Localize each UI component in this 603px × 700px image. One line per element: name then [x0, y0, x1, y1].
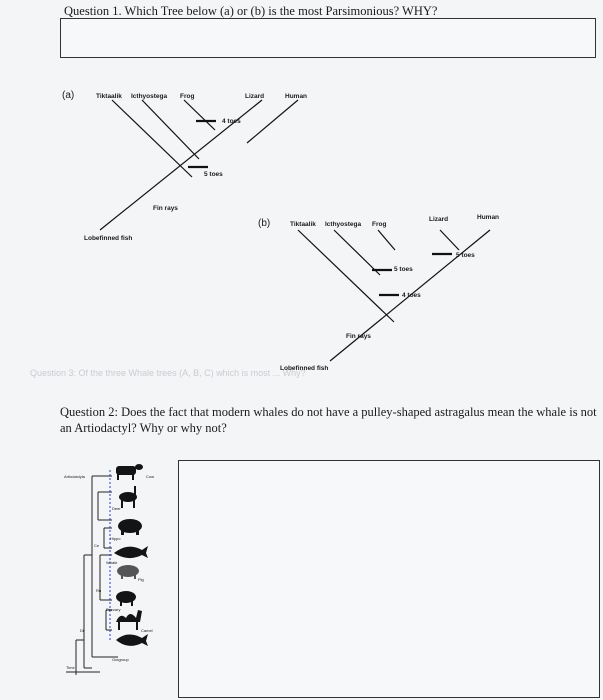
tree-a-taxon-icthyostega: Icthyostega	[131, 93, 168, 100]
camel-icon	[116, 610, 142, 630]
tree-a-root: Lobefinned fish	[84, 235, 133, 242]
tree-a-trait-4-toes: 4 toes	[222, 118, 241, 125]
phylogeny-taxon-cow: Cow	[146, 474, 155, 479]
tree-a-taxon-tiktaalik: Tiktaalik	[96, 93, 122, 100]
whale-icon	[114, 546, 148, 559]
phylogeny-taxon-peccary: Peccary	[106, 607, 121, 612]
phylogeny-node-ru: Ru	[96, 588, 102, 593]
tree-b-taxon-frog: Frog	[372, 221, 387, 228]
outgroup-icon	[116, 634, 148, 646]
tree-a-taxon-frog: Frog	[180, 93, 195, 100]
tree-a-taxon-human: Human	[285, 93, 308, 100]
question-1-text: Question 1. Which Tree below (a) or (b) …	[64, 4, 438, 18]
phylogeny-taxon-deer: Deer	[112, 506, 121, 511]
phylogeny-scale-time: Time	[66, 665, 75, 670]
phylogeny-node-di: Di	[80, 628, 84, 633]
tree-b-taxon-tiktaalik: Tiktaalik	[290, 221, 316, 228]
tree-b-trait-5-toes-upper: 5 toes	[456, 252, 475, 259]
hippo-icon	[118, 519, 142, 535]
phylogeny-taxon-camel: Camel	[141, 628, 153, 633]
pig-icon	[117, 565, 139, 579]
phylogeny-group-label: Artiodactyla	[64, 474, 85, 479]
tree-b-taxon-lizard: Lizard	[429, 216, 449, 223]
peccary-icon	[116, 591, 136, 606]
question-1-answer-box[interactable]	[60, 18, 596, 58]
tree-b-trait-bars	[372, 252, 452, 297]
phylogeny-taxon-pig: Pig	[138, 577, 144, 582]
tree-a-trait-5-toes: 5 toes	[204, 171, 223, 178]
phylogeny-taxon-outgroup: Outgroup	[112, 657, 129, 662]
tree-a-label: (a)	[62, 90, 75, 101]
artiodactyl-phylogeny	[75, 475, 118, 675]
phylogeny-node-ce: Ce	[94, 543, 100, 548]
tree-b-root: Lobefinned fish	[280, 365, 329, 372]
tree-b-taxon-human: Human	[477, 214, 500, 221]
deer-icon	[119, 486, 137, 508]
phylogeny-taxon-whale: Whale	[106, 560, 118, 565]
tree-b-trait-5-toes-lower: 5 toes	[394, 266, 413, 273]
tree-a-trait-fin-rays: Fin rays	[153, 205, 178, 212]
tree-b-trait-fin-rays: Fin rays	[346, 333, 371, 340]
tree-b-lines	[297, 229, 491, 362]
ghost-text: Question 3: Of the three Whale trees (A,…	[30, 368, 306, 378]
phylogeny-taxon-hippo: Hippo	[110, 536, 121, 541]
tree-a-trait-bars	[188, 119, 216, 169]
tree-b-taxon-icthyostega: Icthyostega	[325, 221, 362, 228]
question-2-answer-box[interactable]	[178, 460, 600, 698]
cow-icon	[116, 464, 143, 480]
tree-b-label: (b)	[258, 218, 271, 229]
question-2-text: Question 2: Does the fact that modern wh…	[60, 405, 597, 435]
tree-a-lines	[99, 99, 299, 231]
tree-a-taxon-lizard: Lizard	[245, 93, 265, 100]
tree-b-trait-4-toes: 4 toes	[402, 292, 421, 299]
